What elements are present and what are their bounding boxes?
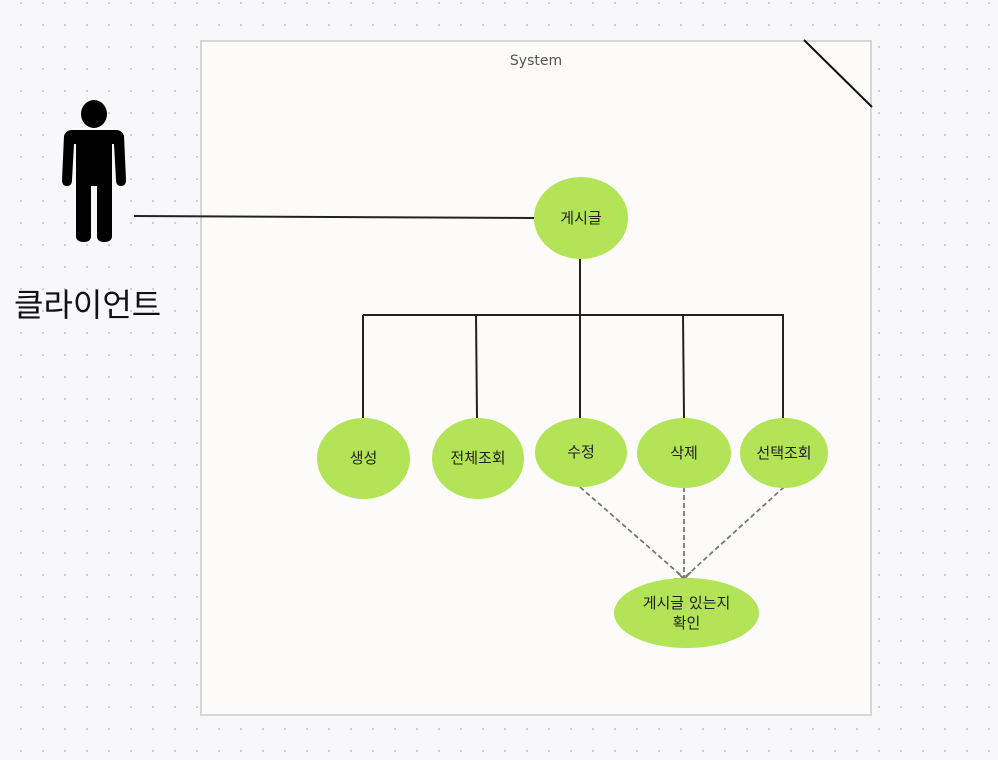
actor-association-line bbox=[133, 215, 537, 219]
usecase-create: 생성 bbox=[317, 418, 410, 499]
include-edit-arrow bbox=[579, 486, 685, 579]
usecase-list-all: 전체조회 bbox=[432, 418, 524, 499]
system-title: System bbox=[509, 53, 563, 69]
branch-delete-line bbox=[682, 314, 685, 419]
usecase-edit: 수정 bbox=[535, 418, 627, 487]
actor-label: 클라이언트 bbox=[14, 286, 162, 324]
usecase-delete: 삭제 bbox=[637, 418, 731, 488]
usecase-check-exists: 게시글 있는지 확인 bbox=[614, 578, 759, 648]
person-icon bbox=[58, 100, 130, 248]
usecase-select-view: 선택조회 bbox=[740, 418, 828, 488]
usecase-post: 게시글 bbox=[534, 177, 628, 259]
include-select-view-arrow bbox=[683, 486, 785, 579]
system-boundary bbox=[200, 40, 872, 716]
system-corner-line bbox=[803, 39, 873, 108]
branch-list-all-line bbox=[475, 314, 478, 419]
